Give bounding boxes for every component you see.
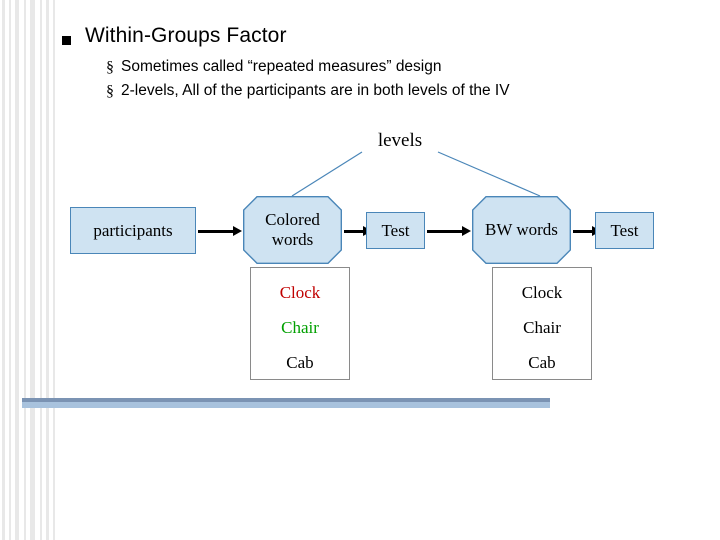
list-item: § Sometimes called “repeated measures” d… <box>106 56 646 80</box>
stripe <box>40 0 42 540</box>
stripe <box>53 0 55 540</box>
node-test-1-label: Test <box>381 220 410 240</box>
page-title: Within-Groups Factor <box>85 24 287 47</box>
node-participants[interactable]: participants <box>70 207 196 254</box>
node-test-1[interactable]: Test <box>366 212 425 249</box>
bullet-text: Sometimes called “repeated measures” des… <box>121 58 442 75</box>
stripe <box>2 0 5 540</box>
slide-title-row: Within-Groups Factor <box>62 24 682 48</box>
word-item: Cab <box>286 352 314 372</box>
bw-word-list: Clock Chair Cab <box>492 267 592 380</box>
node-bw-words-outline <box>472 196 571 264</box>
stripe <box>15 0 19 540</box>
word-item: Chair <box>281 317 319 337</box>
node-colored-words-label: Colored words <box>265 210 320 249</box>
footer-rule-dark <box>22 398 550 402</box>
node-bw-words[interactable]: BW words <box>472 196 571 264</box>
stripe <box>9 0 11 540</box>
list-item: § 2-levels, All of the participants are … <box>106 80 646 104</box>
node-participants-label: participants <box>93 220 173 240</box>
node-colored-words[interactable]: Colored words <box>243 196 342 264</box>
node-test-2[interactable]: Test <box>595 212 654 249</box>
title-bullet-icon <box>62 36 71 45</box>
stripe <box>46 0 49 540</box>
node-colored-words-outline <box>243 196 342 264</box>
colored-word-list: Clock Chair Cab <box>250 267 350 380</box>
section-mark-icon: § <box>106 82 114 100</box>
decorative-stripe-band <box>0 0 60 540</box>
bullet-list: § Sometimes called “repeated measures” d… <box>106 56 646 103</box>
arrow-participants-to-colored <box>198 226 242 236</box>
stripe <box>24 0 26 540</box>
word-item: Clock <box>521 283 563 302</box>
node-test-2-label: Test <box>610 220 639 240</box>
node-bw-words-fill <box>472 196 571 264</box>
word-item: Cab <box>528 352 556 372</box>
footer-rule-light <box>22 402 550 408</box>
arrow-test1-to-bw <box>427 226 471 236</box>
node-colored-words-fill <box>243 196 342 264</box>
bullet-text: 2-levels, All of the participants are in… <box>121 81 510 99</box>
section-mark-icon: § <box>106 59 114 76</box>
word-item: Chair <box>523 317 561 337</box>
node-bw-words-label: BW words <box>485 220 558 240</box>
levels-label: levels <box>377 130 423 151</box>
word-item: Clock <box>279 283 321 302</box>
stripe <box>30 0 35 540</box>
